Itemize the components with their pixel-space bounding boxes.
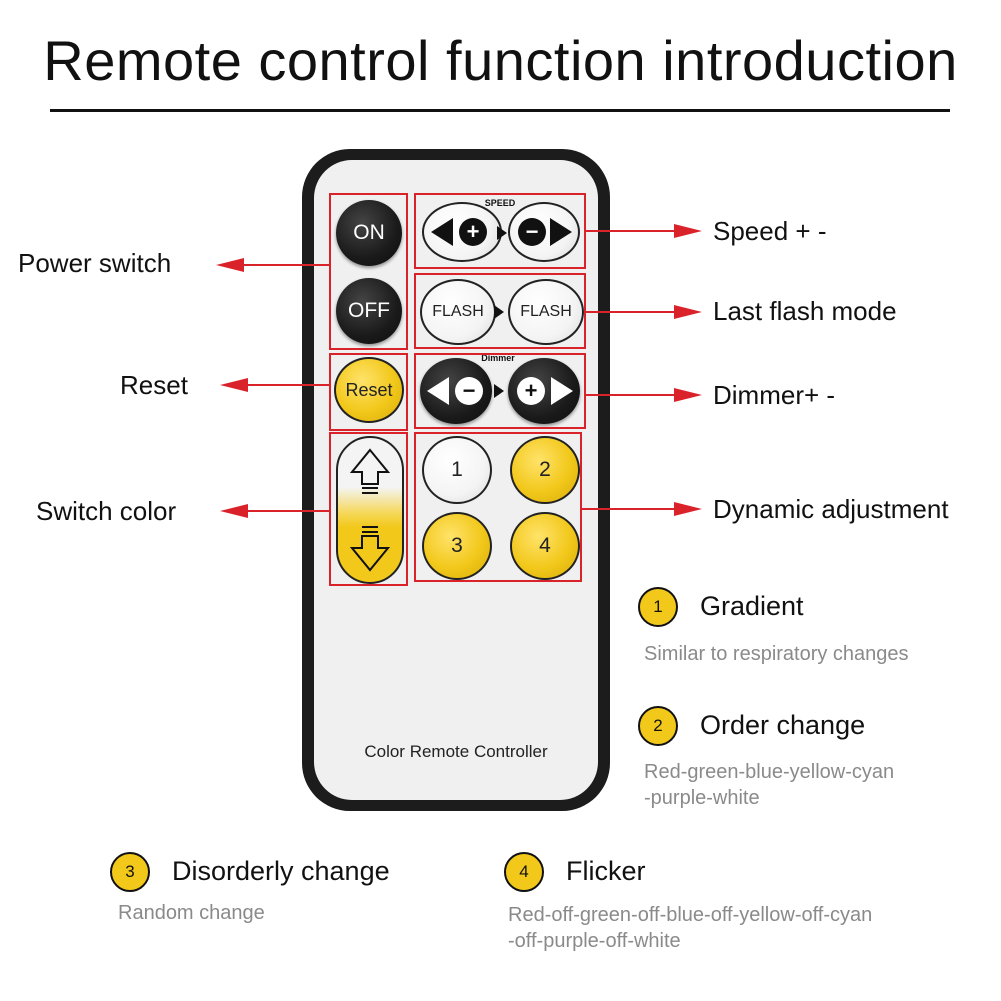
switch-color-arrow-head-icon xyxy=(220,504,248,518)
modes-highlight-box xyxy=(414,432,582,582)
page-title: Remote control function introduction xyxy=(43,29,958,92)
speed-arrow-head-icon xyxy=(674,224,702,238)
mode-3-button[interactable]: 3 xyxy=(422,512,492,580)
switch-color-label: Switch color xyxy=(36,496,177,526)
power-switch-label: Power switch xyxy=(18,248,172,278)
dimmer-arrow-line xyxy=(586,394,678,396)
speed-label-text: Speed + - xyxy=(713,216,827,246)
mode-2-badge: 2 xyxy=(638,706,678,746)
speed-plus-sign: + xyxy=(467,219,480,244)
flash-divider-arrow-icon xyxy=(494,305,504,319)
mode-4-desc-line-1: Red-off-green-off-blue-off-yellow-off-cy… xyxy=(508,904,873,926)
dimmer-left-arrow-icon: − xyxy=(427,377,483,405)
mode-1-button[interactable]: 1 xyxy=(422,436,492,504)
mode-4-desc-line-2: -off-purple-off-white xyxy=(508,930,681,952)
right-arrow-icon: − xyxy=(518,218,572,246)
flash-arrow-line xyxy=(586,311,678,313)
dynamic-arrow-line xyxy=(582,508,678,510)
mode-4-badge: 4 xyxy=(504,852,544,892)
remote-brand-label: Color Remote Controller xyxy=(364,742,548,761)
dynamic-arrow-head-icon xyxy=(674,502,702,516)
mode-3-title: Disorderly change xyxy=(172,856,390,886)
flash-right-button[interactable]: FLASH xyxy=(508,279,584,345)
dimmer-label: Dimmer xyxy=(481,353,515,363)
mode-2-desc-line-2: -purple-white xyxy=(644,787,760,809)
switch-color-rocker[interactable] xyxy=(336,436,404,584)
reset-button[interactable]: Reset xyxy=(334,357,404,423)
power-arrow-line xyxy=(240,264,330,266)
speed-arrow-line xyxy=(586,230,678,232)
dimmer-arrow-head-icon xyxy=(674,388,702,402)
mode-4-button[interactable]: 4 xyxy=(510,512,580,580)
color-highlight-box xyxy=(329,432,408,586)
title-divider xyxy=(50,109,950,112)
flash-left-button[interactable]: FLASH xyxy=(420,279,496,345)
dimmer-divider-arrow-icon xyxy=(494,384,504,398)
speed-highlight-box xyxy=(414,193,586,269)
dimmer-highlight-box xyxy=(414,353,586,429)
dynamic-adjustment-label: Dynamic adjustment xyxy=(713,494,949,524)
left-arrow-icon: + xyxy=(431,218,487,246)
reset-arrow-line xyxy=(244,384,330,386)
speed-minus-button[interactable]: − xyxy=(508,202,580,262)
flash-highlight-box xyxy=(414,273,586,349)
reset-label: Reset xyxy=(120,370,188,400)
speed-plus-button[interactable]: + xyxy=(422,202,502,262)
mode-4-title: Flicker xyxy=(566,856,646,886)
speed-divider-arrow-icon xyxy=(497,226,507,240)
mode-3-badge: 3 xyxy=(110,852,150,892)
mode-3-desc-line-1: Random change xyxy=(118,902,265,924)
switch-color-arrow-line xyxy=(244,510,330,512)
on-button[interactable]: ON xyxy=(336,200,402,266)
speed-minus-sign: − xyxy=(526,219,539,244)
dimmer-minus-button[interactable]: − xyxy=(420,358,492,424)
dimmer-plus-button[interactable]: + xyxy=(508,358,580,424)
dimmer-label-text: Dimmer+ - xyxy=(713,380,836,410)
dimmer-minus-sign: − xyxy=(463,378,476,403)
mode-2-title: Order change xyxy=(700,710,866,740)
mode-1-title: Gradient xyxy=(700,591,804,621)
mode-2-button[interactable]: 2 xyxy=(510,436,580,504)
dimmer-right-arrow-icon: + xyxy=(517,377,573,405)
mode-1-desc-line-1: Similar to respiratory changes xyxy=(644,643,909,665)
speed-label: SPEED xyxy=(484,198,516,208)
reset-arrow-head-icon xyxy=(220,378,248,392)
flash-arrow-head-icon xyxy=(674,305,702,319)
dimmer-plus-sign: + xyxy=(525,378,538,403)
reset-highlight-box xyxy=(329,353,408,431)
power-arrow-head-icon xyxy=(216,258,244,272)
mode-2-desc-line-1: Red-green-blue-yellow-cyan xyxy=(644,761,895,783)
last-flash-label: Last flash mode xyxy=(713,296,897,326)
mode-1-badge: 1 xyxy=(638,587,678,627)
off-button[interactable]: OFF xyxy=(336,278,402,344)
color-up-down-arrows-icon xyxy=(349,448,391,572)
power-highlight-box xyxy=(329,193,408,350)
